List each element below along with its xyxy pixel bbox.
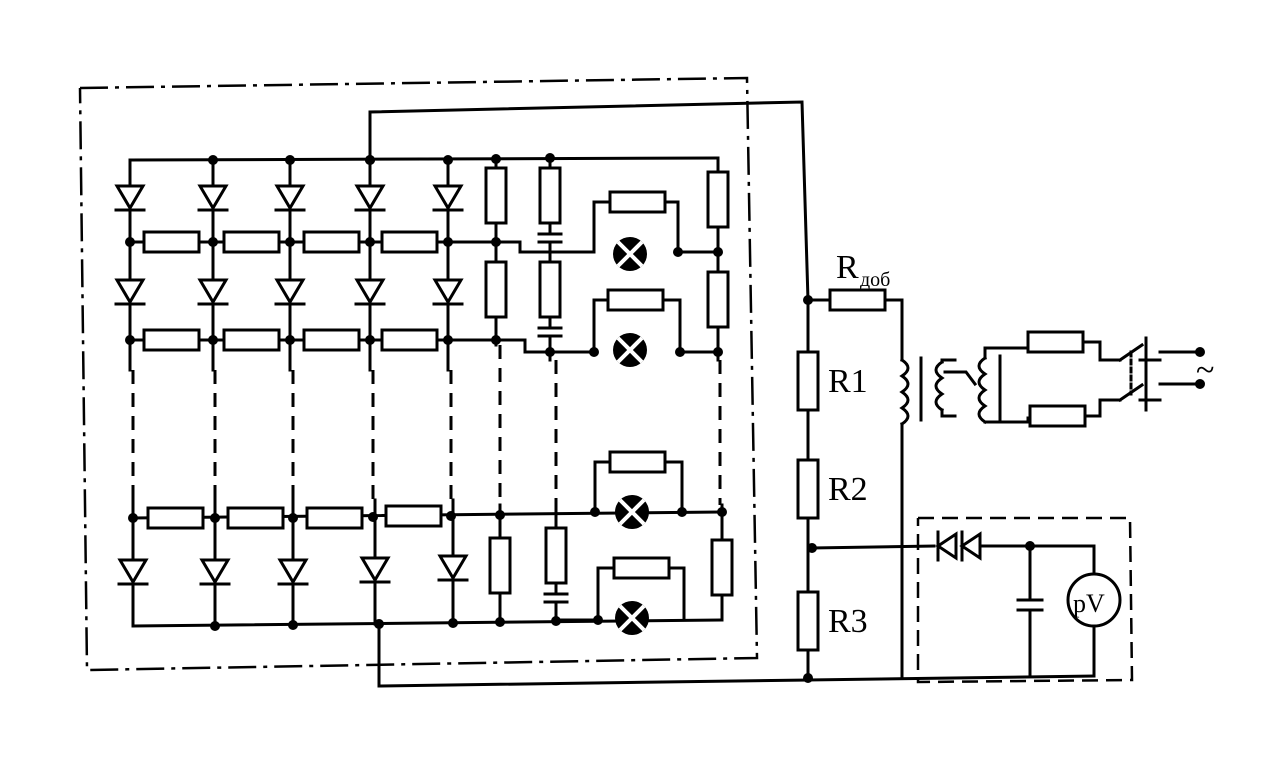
voltage-divider: R1 R2 R3 bbox=[796, 295, 1096, 683]
resistor-icon bbox=[305, 506, 364, 530]
diode-icon bbox=[114, 174, 146, 222]
resistor-icon bbox=[484, 166, 508, 225]
resistor-icon bbox=[706, 270, 730, 329]
resistor-icon bbox=[710, 538, 734, 597]
diode-icon bbox=[197, 268, 229, 316]
diode-icon bbox=[114, 268, 146, 316]
diode-icon bbox=[359, 546, 391, 594]
resistor-r3-icon bbox=[796, 590, 820, 652]
diode-icon bbox=[274, 268, 306, 316]
diode-icon bbox=[432, 268, 464, 316]
resistor-icon bbox=[380, 328, 439, 352]
lamp-icon bbox=[611, 235, 649, 273]
resistor-icon bbox=[142, 328, 201, 352]
diode-icon bbox=[437, 544, 469, 592]
supply-section: R доб ~ bbox=[806, 249, 1214, 680]
resistor-icon bbox=[608, 190, 667, 214]
r-add-subscript: доб bbox=[860, 269, 890, 291]
resistor-icon bbox=[706, 170, 730, 229]
transformer-secondary-icon bbox=[899, 357, 910, 427]
resistor-icon bbox=[538, 166, 562, 225]
lamp-icon bbox=[613, 599, 651, 637]
terminal-icon bbox=[1195, 379, 1205, 389]
resistor-icon bbox=[142, 230, 201, 254]
outer-wiring bbox=[365, 100, 810, 688]
diode-icon bbox=[277, 548, 309, 596]
resistor-icon bbox=[226, 506, 285, 530]
resistor-icon bbox=[384, 504, 443, 528]
diode-icon bbox=[117, 548, 149, 596]
resistor-r1-icon bbox=[796, 350, 820, 412]
r1-label: R1 bbox=[828, 363, 868, 400]
diode-icon bbox=[274, 174, 306, 222]
resistor-icon bbox=[302, 230, 361, 254]
fuse-bottom-icon bbox=[1028, 404, 1087, 428]
resistor-icon bbox=[544, 526, 568, 585]
resistor-icon bbox=[612, 556, 671, 580]
resistor-icon bbox=[222, 230, 281, 254]
resistor-icon bbox=[222, 328, 281, 352]
test-block-border bbox=[78, 76, 759, 672]
r-add-label: R bbox=[836, 249, 859, 286]
terminal-icon bbox=[1195, 347, 1205, 357]
diode-icon bbox=[197, 174, 229, 222]
lamp-icon bbox=[611, 331, 649, 369]
resistor-icon bbox=[606, 288, 665, 312]
resistor-r-add-icon bbox=[828, 288, 887, 312]
diode-resistor-ladder bbox=[114, 153, 734, 637]
resistor-r2-icon bbox=[796, 458, 820, 520]
diode-icon bbox=[432, 174, 464, 222]
autotransformer-icon bbox=[934, 358, 957, 418]
switch-icon bbox=[1117, 336, 1162, 412]
diode-pair-icon bbox=[935, 530, 982, 562]
resistor-icon bbox=[302, 328, 361, 352]
diode-icon bbox=[354, 268, 386, 316]
resistor-icon bbox=[488, 536, 512, 595]
diode-icon bbox=[354, 174, 386, 222]
resistor-icon bbox=[608, 450, 667, 474]
voltmeter-label: pV bbox=[1073, 589, 1105, 618]
peak-voltmeter-block: pV bbox=[810, 516, 1134, 684]
resistor-icon bbox=[380, 230, 439, 254]
resistor-icon bbox=[146, 506, 205, 530]
r3-label: R3 bbox=[828, 603, 868, 640]
r2-label: R2 bbox=[828, 471, 868, 508]
fuse-top-icon bbox=[1026, 330, 1085, 354]
voltmeter-block-border bbox=[916, 516, 1134, 684]
diode-icon bbox=[199, 548, 231, 596]
resistor-icon bbox=[538, 260, 562, 319]
ac-source-label: ~ bbox=[1196, 352, 1214, 389]
lamp-icon bbox=[613, 493, 651, 531]
resistor-icon bbox=[484, 260, 508, 319]
